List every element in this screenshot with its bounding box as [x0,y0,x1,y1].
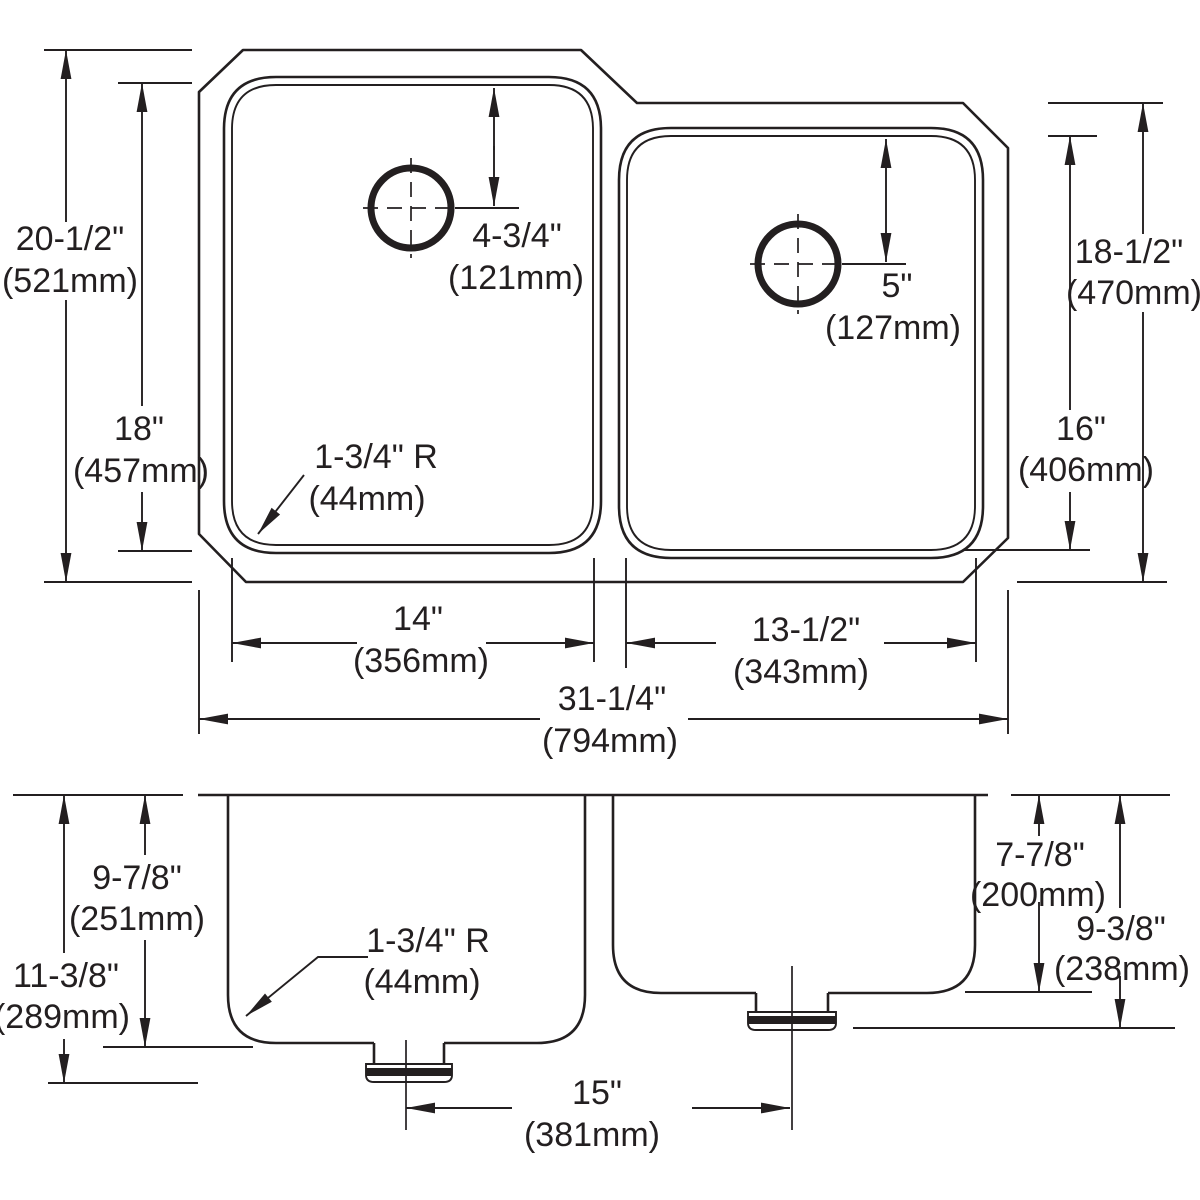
left-bowl-inner [231,84,594,546]
dim-label-mm: (356mm) [353,642,489,680]
left-bowl-profile-right [444,795,587,1045]
dim-label-in: 20-1/2" [16,220,124,258]
right-bowl-profile-right [828,795,977,995]
dim-label-in: 18" [114,410,164,448]
plan-view: 20-1/2" (521mm) 18" (457mm) 4-3/4" (121m… [2,48,1200,760]
dim-overall-width: 31-1/4" (794mm) [199,680,1008,760]
right-drain [750,214,906,314]
dim-label-mm: (289mm) [0,998,130,1036]
fitting-flange [747,1011,837,1031]
dim-label-in: 7-7/8" [995,836,1085,874]
right-bowl-inner [626,135,976,551]
dim-drain-centers: 15" (381mm) [406,1074,790,1154]
dim-label-mm: (127mm) [825,309,961,347]
dim-label-mm: (343mm) [733,653,869,691]
dim-label-mm: (381mm) [524,1116,660,1154]
callout-corner-radius-plan: 1-3/4" R (44mm) [257,438,438,535]
dim-label-in: 16" [1056,410,1106,448]
dim-label-in: 9-3/8" [1076,910,1166,948]
dim-label-mm: (521mm) [2,262,138,300]
dim-right-bowl-width: 13-1/2" (343mm) [626,611,976,691]
dim-label-in: 1-3/4" R [314,438,438,476]
dim-label-in: 13-1/2" [752,611,860,649]
dim-label-in: 18-1/2" [1075,233,1183,271]
fitting-gasket [366,1068,452,1076]
plan-extension-lines [44,49,1167,734]
dim-label-in: 11-3/8" [13,957,119,995]
fitting-flange [365,1063,453,1083]
dim-label-mm: (794mm) [542,722,678,760]
right-drain-fitting [747,966,837,1130]
left-bowl-outer [222,75,603,555]
dim-right-bowl: 16" (406mm) [1018,136,1154,550]
dim-label-in: 14" [393,600,443,638]
dim-drain-offset-right: 5" (127mm) [825,139,961,347]
dim-label-mm: (251mm) [69,900,205,938]
dim-left-bowl-width: 14" (356mm) [232,600,594,680]
rim-outline [197,48,1010,584]
dim-label-mm: (470mm) [1066,274,1200,312]
left-drain [363,158,519,258]
left-bowl-profile-left [226,795,374,1045]
dim-label-in: 1-3/4" R [366,922,490,960]
dim-right-overall-depth: 9-3/8" (238mm) [1054,795,1190,1028]
dim-left-bowl: 18" (457mm) [73,83,209,551]
leader-line [245,956,368,1017]
dim-label-in: 15" [572,1074,622,1112]
right-bowl-profile-left [611,795,756,995]
dim-label-mm: (121mm) [448,259,584,297]
dim-label-mm: (44mm) [308,480,425,518]
left-drain-fitting [365,1040,453,1130]
elevation-view: 9-7/8" (251mm) 11-3/8" (289mm) 1-3/4" R … [0,793,1190,1154]
dim-label-in: 31-1/4" [558,680,666,718]
dim-label-mm: (238mm) [1054,950,1190,988]
dim-drain-offset-left: 4-3/4" (121mm) [448,88,584,297]
dim-right-depth: 7-7/8" (200mm) [970,795,1106,992]
leader-line [257,474,305,535]
dim-label-mm: (457mm) [73,452,209,490]
elevation-extension-lines [13,794,1175,1084]
dim-label-mm: (406mm) [1018,451,1154,489]
dim-label-in: 4-3/4" [472,217,562,255]
dim-label-mm: (200mm) [970,876,1106,914]
dim-left-depth: 9-7/8" (251mm) [69,795,205,1047]
callout-corner-radius-elevation: 1-3/4" R (44mm) [245,922,490,1017]
dim-right-overall: 18-1/2" (470mm) [1066,103,1200,582]
dim-label-in: 5" [882,267,913,305]
dim-left-overall-depth: 11-3/8" (289mm) [0,795,130,1083]
dim-label-in: 9-7/8" [92,859,182,897]
dim-left-overall: 20-1/2" (521mm) [2,50,138,582]
dim-label-mm: (44mm) [363,963,480,1001]
right-bowl-outer [617,126,985,560]
